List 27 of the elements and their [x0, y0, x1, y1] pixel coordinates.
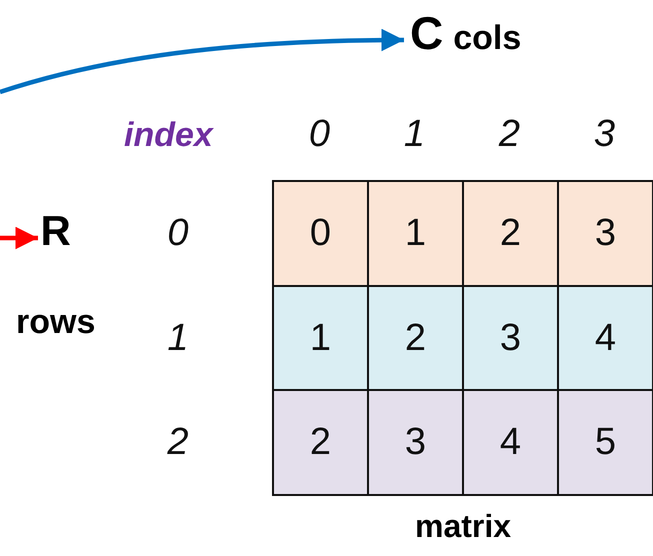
matrix-cell: 3: [557, 180, 653, 287]
row-index: 1: [166, 316, 190, 360]
symbol-label: R: [40, 208, 71, 254]
column-index: 3: [592, 112, 616, 156]
matrix-cell: 4: [557, 285, 653, 392]
matrix-cell: 3: [367, 389, 464, 496]
matrix-cell: 2: [272, 389, 369, 496]
matrix-cell: 4: [462, 389, 559, 496]
caption-label: matrix: [415, 508, 512, 545]
column-index: 0: [308, 112, 332, 156]
column-index: 1: [402, 112, 426, 156]
matrix-cell: 2: [462, 180, 559, 287]
symbol-label: C: [410, 8, 444, 59]
matrix-cell: 1: [272, 285, 369, 392]
unit-label: rows: [16, 304, 96, 342]
matrix-cell: 0: [272, 180, 369, 287]
matrix-cell: 2: [367, 285, 464, 392]
header-label: index: [124, 116, 213, 155]
matrix-cell: 5: [557, 389, 653, 496]
arrow: [0, 28, 404, 94]
unit-label: cols: [453, 20, 522, 58]
matrix-cell: 3: [462, 285, 559, 392]
row-index: 2: [166, 420, 190, 464]
matrix-cell: 1: [367, 180, 464, 287]
row-index: 0: [166, 210, 190, 254]
arrow: [0, 226, 38, 250]
column-index: 2: [498, 112, 522, 156]
